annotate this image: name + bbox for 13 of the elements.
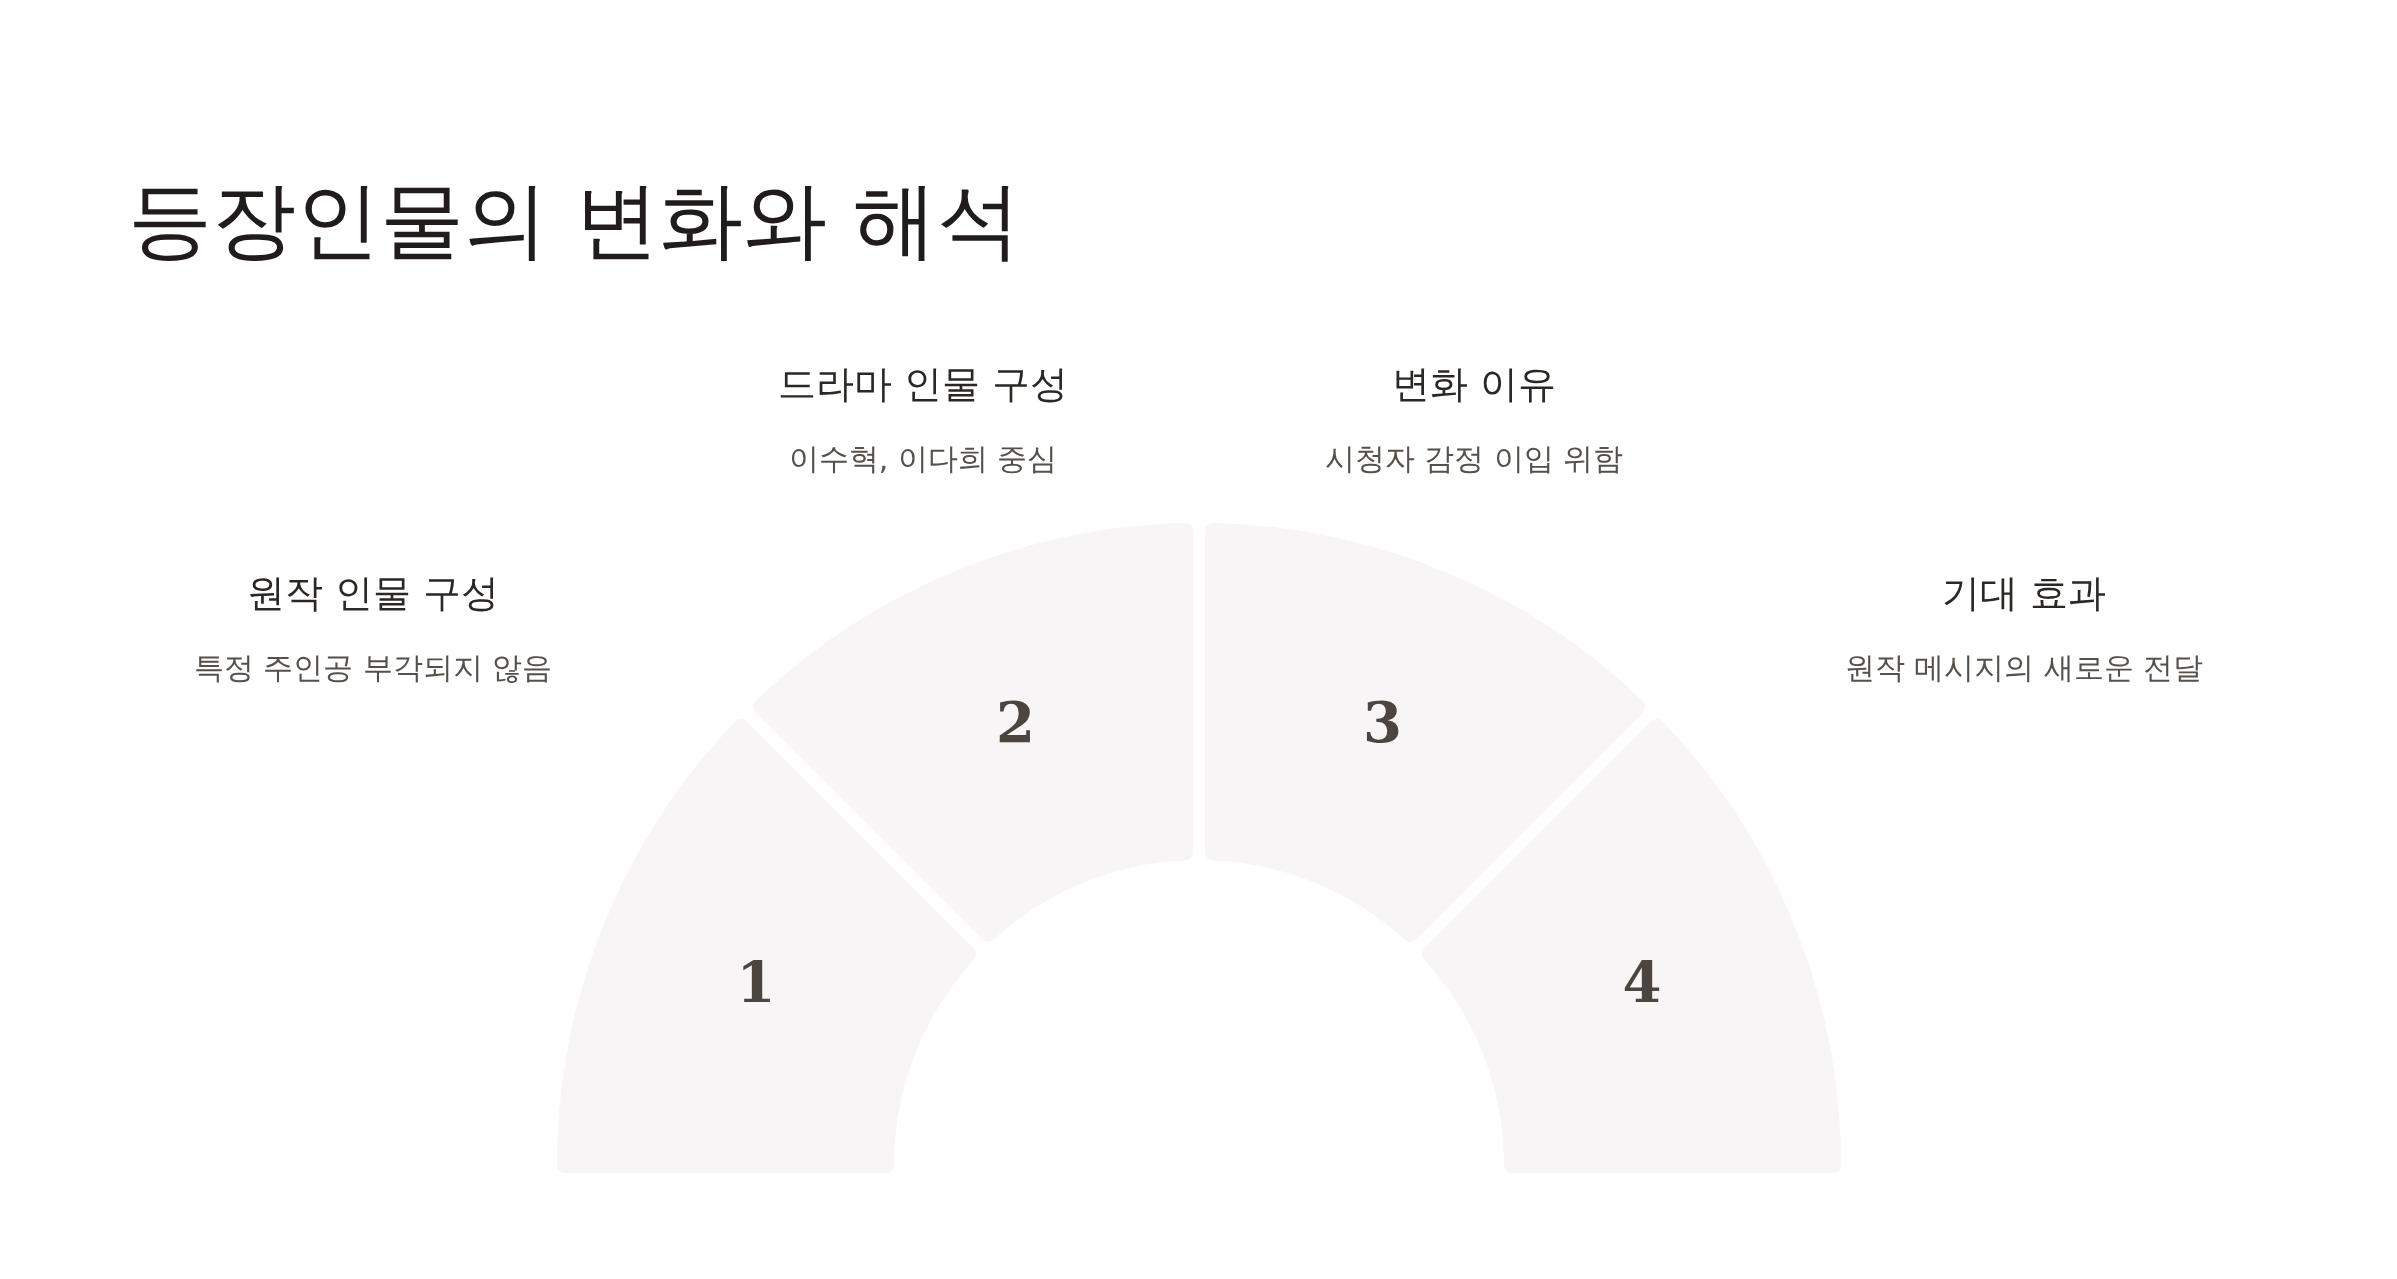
segment-heading: 변화 이유	[1391, 360, 1557, 408]
step-number: 4	[1622, 953, 1662, 1010]
segment-heading: 원작 인물 구성	[246, 569, 500, 617]
segment-heading: 드라마 인물 구성	[777, 360, 1069, 408]
segment-heading: 기대 효과	[1941, 569, 2107, 617]
title: 등장인물의 변화와 해석	[128, 178, 1022, 262]
segment-description: 원작 메시지의 새로운 전달	[1844, 648, 2204, 687]
segment-description: 특정 주인공 부각되지 않음	[193, 648, 553, 687]
step-number: 1	[736, 953, 776, 1010]
segment-description: 시청자 감정 이입 위함	[1324, 439, 1624, 478]
segment-description: 이수혁, 이다희 중심	[788, 439, 1058, 478]
step-number: 3	[1363, 694, 1402, 750]
step-number: 2	[996, 694, 1035, 750]
